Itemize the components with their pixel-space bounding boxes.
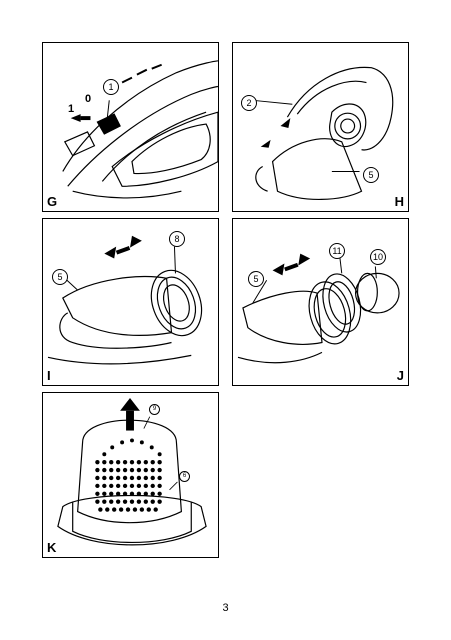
callout-11: 11 (329, 243, 345, 259)
callout-5: 5 (248, 271, 264, 287)
panel-letter-h: H (394, 194, 404, 209)
panel-k: 9 6 K (42, 392, 219, 558)
callout-9: 9 (149, 404, 160, 415)
panel-letter-j: J (396, 368, 404, 383)
callout-6: 6 (179, 471, 190, 482)
panel-letter-g: G (47, 194, 58, 209)
panel-h: 2 5 H (232, 42, 409, 212)
switch-position-1: 1 (68, 103, 75, 115)
callout-1: 1 (103, 79, 119, 95)
callout-5: 5 (363, 167, 379, 183)
callout-5: 5 (52, 269, 68, 285)
panel-g: 1 1 0 G (42, 42, 219, 212)
switch-position-0: 0 (85, 93, 92, 105)
panel-i: 8 5 I (42, 218, 219, 386)
callout-2: 2 (241, 95, 257, 111)
page-number: 3 (222, 602, 229, 614)
panel-letter-k: K (47, 540, 57, 555)
panel-letter-i: I (47, 368, 51, 383)
callout-10: 10 (370, 249, 386, 265)
illustration-g (62, 60, 218, 199)
illustration-i (47, 235, 203, 365)
illustration-h (252, 66, 394, 200)
illustration-k (57, 397, 207, 546)
panel-j: 11 10 5 J (232, 218, 409, 386)
illustration-j (237, 253, 400, 364)
filter-perforations (95, 438, 162, 512)
callout-8: 8 (169, 231, 185, 247)
